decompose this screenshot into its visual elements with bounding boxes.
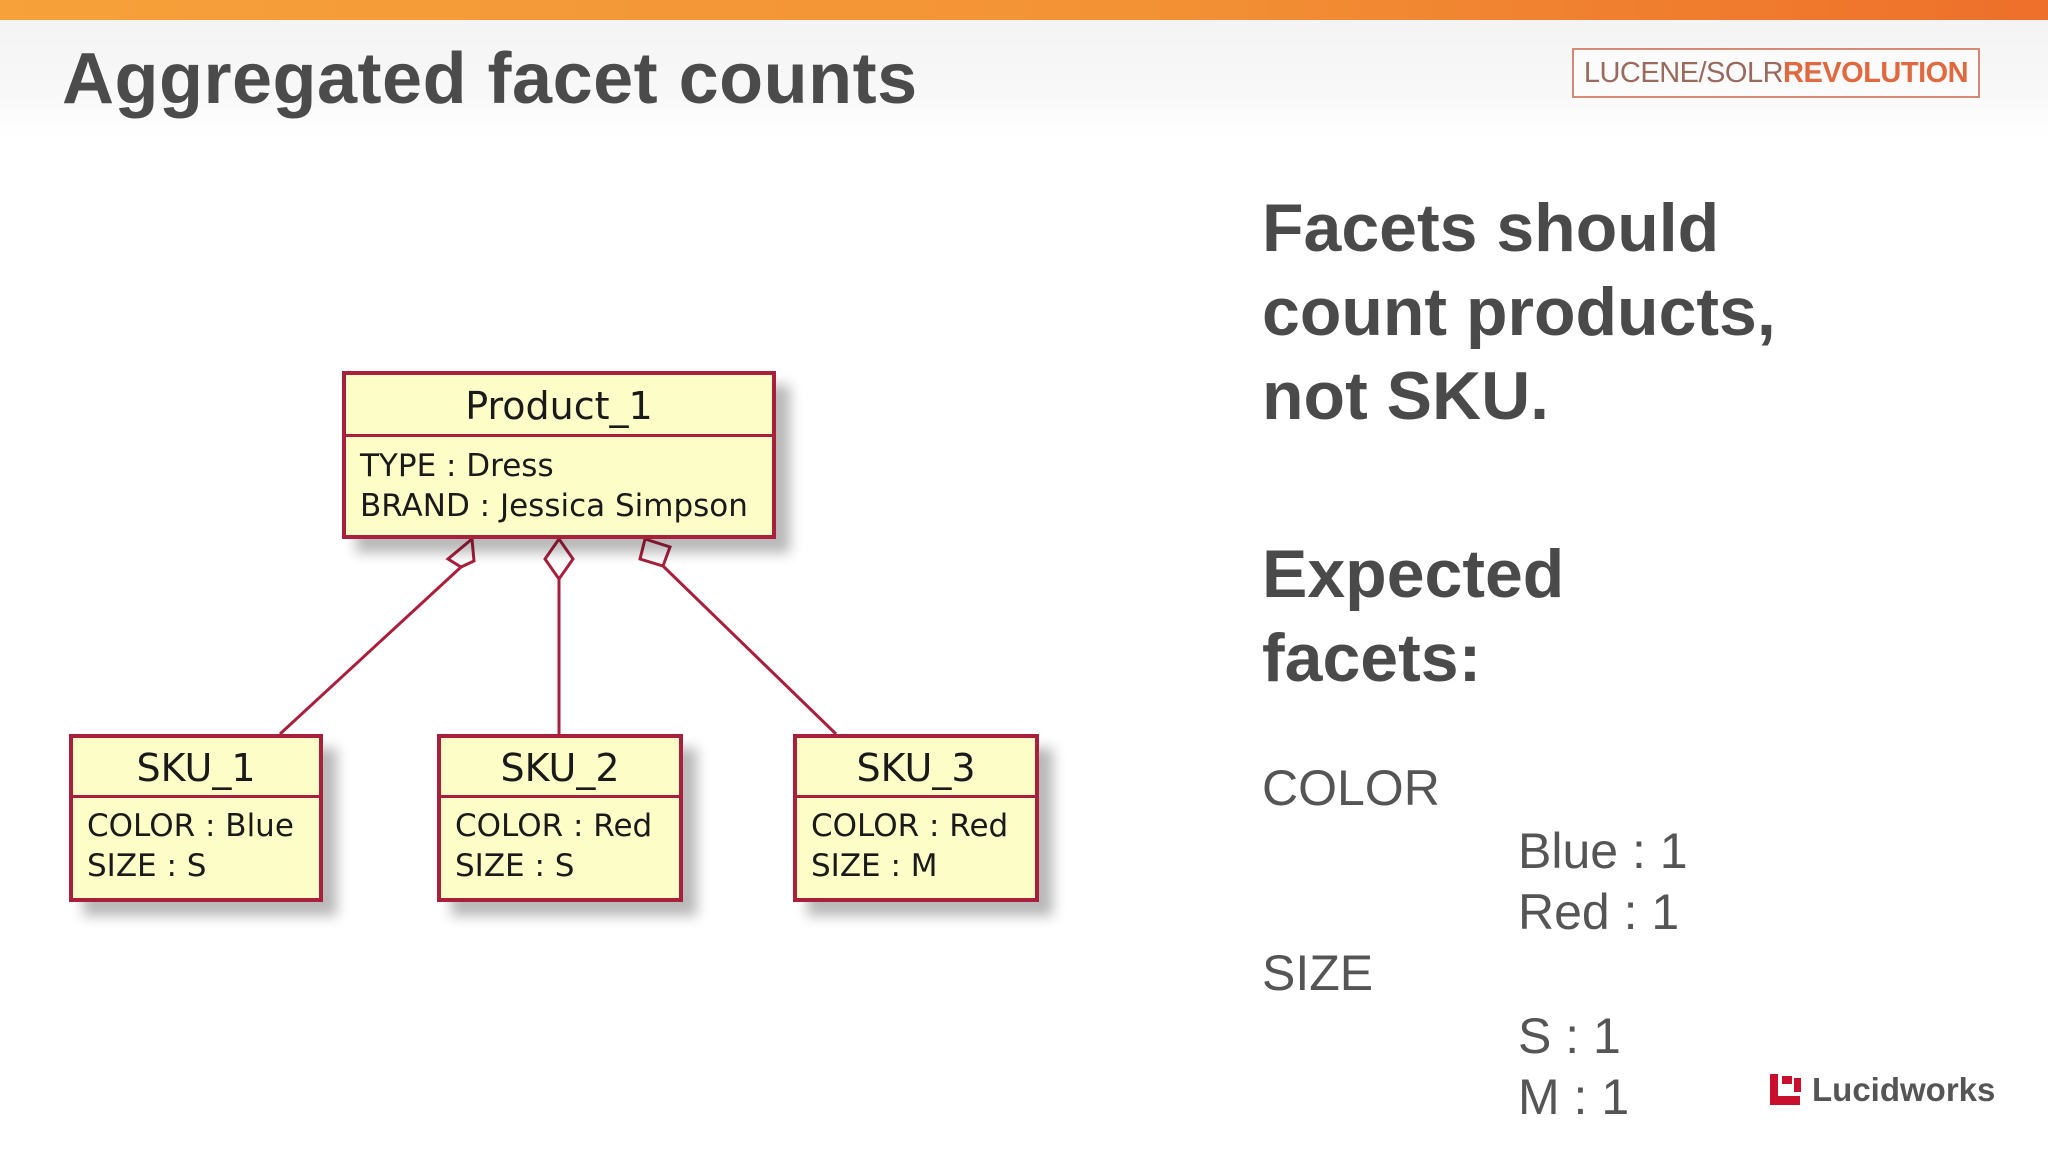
sku-name: SKU_1 [73, 738, 319, 798]
lucidworks-mark-icon [1770, 1074, 1801, 1105]
sku-name: SKU_3 [797, 738, 1035, 798]
headline-expected-facets: Expected facets: [1262, 532, 1564, 700]
facet-value: S : 1 [1518, 1008, 1621, 1064]
sku-attribute: COLOR : Blue [87, 808, 294, 844]
uml-class-sku2: SKU_2 COLOR : Red SIZE : S [437, 734, 683, 902]
aggregation-connectors [278, 536, 838, 736]
sku-attribute: SIZE : M [811, 848, 938, 884]
headline-line: Expected [1262, 536, 1565, 612]
accent-stripe [0, 0, 2048, 20]
facet-name-size: SIZE [1262, 945, 1374, 1001]
headline-facets-should: Facets should count products, not SKU. [1262, 186, 1776, 438]
uml-diagram: Product_1 TYPE : Dress BRAND : Jessica S… [69, 371, 1039, 902]
product-name: Product_1 [346, 375, 772, 437]
uml-class-product: Product_1 TYPE : Dress BRAND : Jessica S… [342, 371, 776, 539]
uml-class-sku3: SKU_3 COLOR : Red SIZE : M [793, 734, 1039, 902]
headline-line: Facets should [1262, 190, 1720, 266]
brand-name: Lucidworks [1812, 1071, 1996, 1108]
sku-attribute: SIZE : S [87, 848, 207, 884]
sku-attributes: COLOR : Blue SIZE : S [73, 798, 319, 886]
facet-value: Blue : 1 [1518, 823, 1688, 879]
facet-value: M : 1 [1518, 1069, 1630, 1125]
product-attribute: BRAND : Jessica Simpson [360, 488, 748, 524]
conference-logo-part2: REVOLUTION [1783, 57, 1969, 89]
headline-line: count products, [1262, 274, 1776, 350]
sku-attributes: COLOR : Red SIZE : S [441, 798, 679, 886]
headline-line: facets: [1262, 620, 1482, 696]
facet-value: Red : 1 [1518, 884, 1680, 940]
product-attribute: TYPE : Dress [360, 448, 554, 484]
product-attributes: TYPE : Dress BRAND : Jessica Simpson [346, 437, 772, 526]
sku-attribute: SIZE : S [455, 848, 575, 884]
headline-line: not SKU. [1262, 358, 1550, 434]
uml-class-sku1: SKU_1 COLOR : Blue SIZE : S [69, 734, 323, 902]
sku-attribute: COLOR : Red [811, 808, 1009, 844]
aggregation-diamond-sku3 [638, 537, 672, 568]
connector-line-sku3 [661, 564, 838, 736]
conference-logo: LUCENE/SOLRREVOLUTION [1572, 48, 1980, 98]
sku-attributes: COLOR : Red SIZE : M [797, 798, 1035, 886]
sku-name: SKU_2 [441, 738, 679, 798]
sku-attribute: COLOR : Red [455, 808, 653, 844]
connector-line-sku1 [278, 565, 463, 736]
lucidworks-logo: Lucidworks [1766, 1068, 1995, 1112]
facet-name-color: COLOR [1262, 760, 1440, 816]
slide-title: Aggregated facet counts [62, 39, 918, 119]
aggregation-diamond-sku1 [445, 536, 476, 569]
aggregation-diamond-sku2 [543, 536, 575, 582]
conference-logo-part1: LUCENE/SOLR [1583, 57, 1784, 89]
